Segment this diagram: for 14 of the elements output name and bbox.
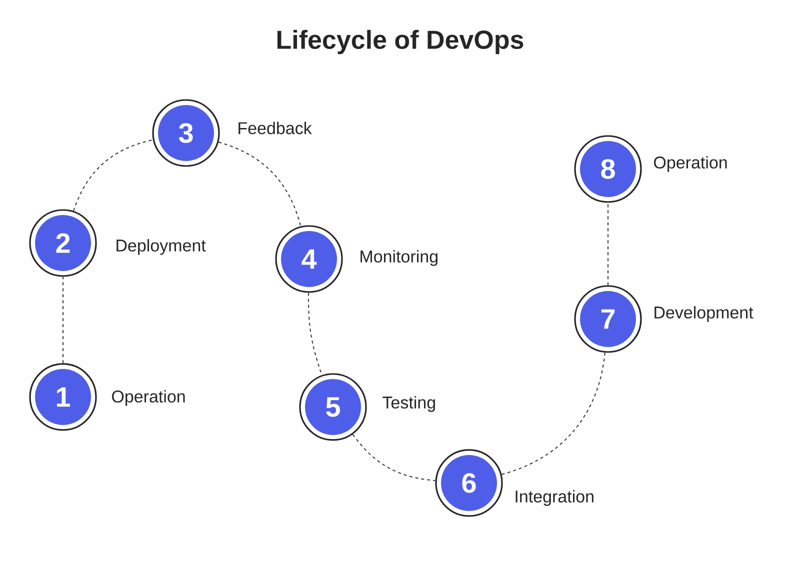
step-label: Feedback [238, 122, 312, 134]
step-label: Testing [382, 396, 435, 412]
step-label: Operation [112, 390, 185, 406]
dashed-connector [73, 139, 154, 212]
step-label: Monitoring [360, 250, 438, 266]
dashed-connector [352, 434, 436, 481]
dashed-connector [501, 352, 606, 475]
step-label: Operation [654, 156, 727, 172]
step-label: Integration [516, 490, 594, 506]
dashed-connector [62, 276, 64, 364]
title: Lifecycle of DevOps [277, 30, 524, 54]
step-label: Development [654, 306, 754, 322]
dashed-connector [218, 142, 302, 227]
step-label: Deployment [116, 239, 206, 255]
